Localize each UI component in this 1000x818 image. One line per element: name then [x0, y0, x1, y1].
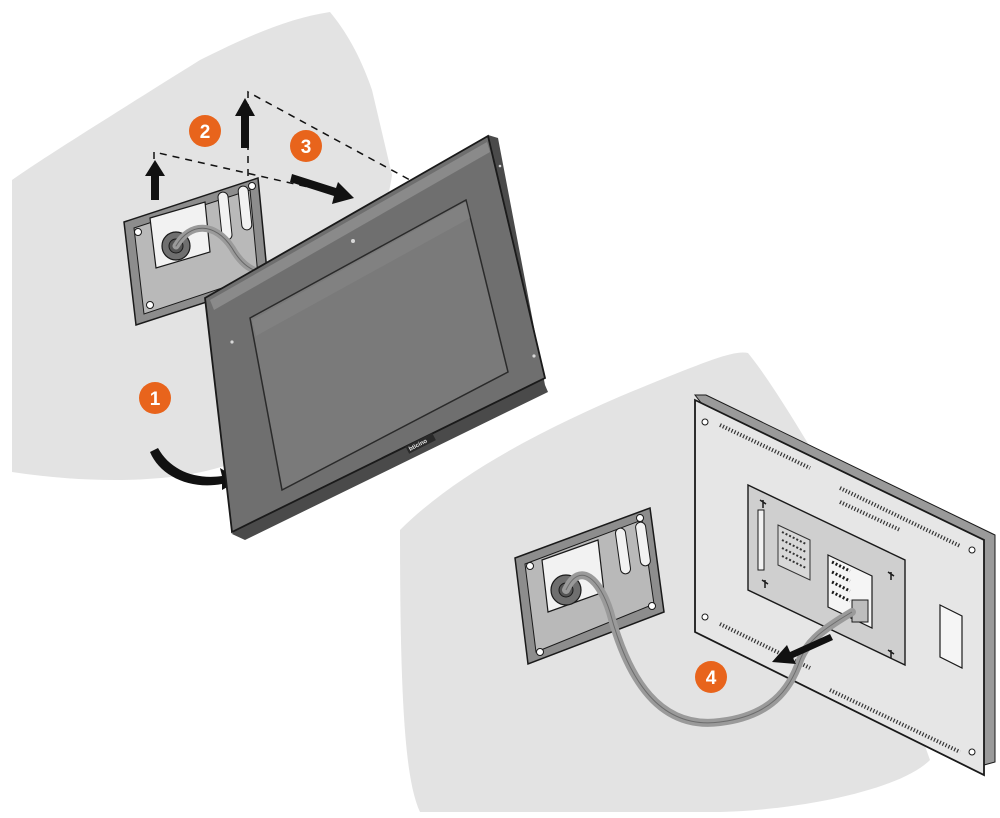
step-number-2: 2: [200, 122, 211, 143]
step-badge-1: 1: [139, 382, 171, 414]
step-badge-3: 3: [290, 130, 322, 162]
step-badge-2: 2: [189, 115, 221, 147]
step-number-1: 1: [150, 389, 161, 410]
step-number-3: 3: [301, 137, 312, 158]
step-badge-4: 4: [695, 661, 727, 693]
step-number-4: 4: [706, 668, 717, 689]
